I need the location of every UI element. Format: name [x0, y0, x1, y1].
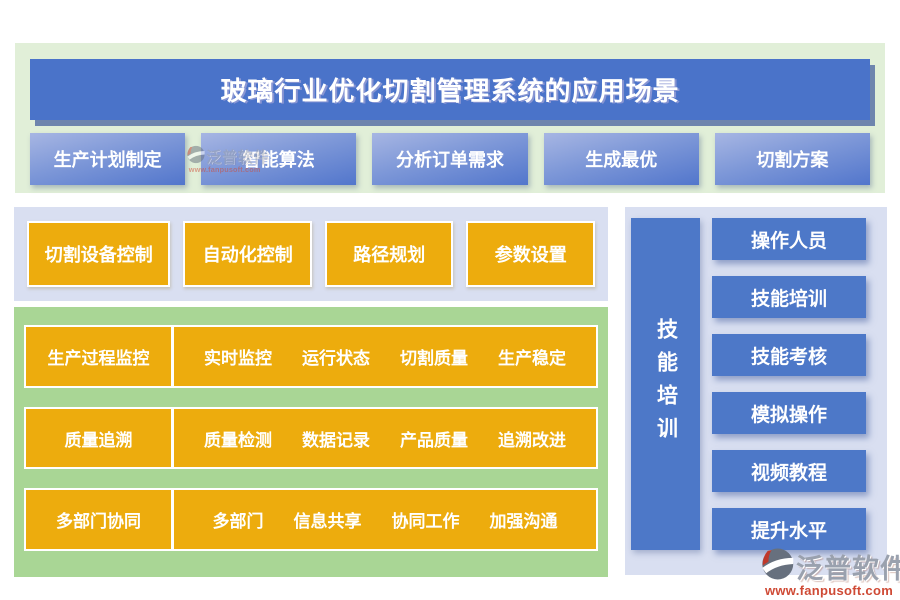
- training-sidebar-label: 技能培训: [654, 318, 678, 450]
- training-panel: 技能培训 操作人员 技能培训 技能考核 模拟操作 视频教程 提升水平: [625, 207, 887, 575]
- process-row-collaboration: 多部门协同 多部门 信息共享 协同工作 加强沟通: [24, 488, 598, 552]
- item-collaborative-work: 协同工作: [391, 512, 460, 532]
- button-order-analysis[interactable]: 分析订单需求: [372, 133, 528, 185]
- header-button-row: 生产计划制定 智能算法 分析订单需求 生成最优 切割方案: [30, 133, 871, 185]
- button-path-planning[interactable]: 路径规划: [324, 221, 454, 287]
- watermark-logo: 泛普软件 www.fanpusoft.com: [186, 145, 268, 174]
- row-items-quality-traceability: 质量检测 数据记录 产品质量 追溯改进: [174, 408, 596, 468]
- button-production-planning[interactable]: 生产计划制定: [30, 133, 186, 185]
- row-label-multidept-collaboration[interactable]: 多部门协同: [26, 490, 174, 550]
- button-parameter-settings[interactable]: 参数设置: [466, 221, 595, 287]
- item-production-stability: 生产稳定: [498, 348, 566, 368]
- button-level-improvement[interactable]: 提升水平: [712, 508, 866, 550]
- fanpu-logo-icon: [760, 547, 794, 586]
- row-label-production-monitoring[interactable]: 生产过程监控: [26, 327, 174, 386]
- item-enhanced-communication: 加强沟通: [489, 512, 558, 532]
- row-items-production-monitoring: 实时监控 运行状态 切割质量 生产稳定: [174, 327, 596, 386]
- brand-name: 泛普软件: [796, 554, 900, 584]
- button-skills-assessment[interactable]: 技能考核: [712, 334, 866, 376]
- item-quality-inspection: 质量检测: [204, 430, 272, 450]
- process-panel: 生产过程监控 实时监控 运行状态 切割质量 生产稳定 质量追溯 质量检测 数据记…: [14, 307, 608, 577]
- button-operators[interactable]: 操作人员: [712, 218, 866, 260]
- button-cutting-equipment-control[interactable]: 切割设备控制: [27, 221, 171, 287]
- training-button-column: 操作人员 技能培训 技能考核 模拟操作 视频教程 提升水平: [712, 218, 866, 550]
- process-row-traceability: 质量追溯 质量检测 数据记录 产品质量 追溯改进: [24, 406, 598, 470]
- item-running-status: 运行状态: [302, 348, 370, 368]
- item-data-recording: 数据记录: [302, 430, 370, 450]
- watermark-name: 泛普软件: [206, 148, 269, 166]
- process-row-monitoring: 生产过程监控 实时监控 运行状态 切割质量 生产稳定: [24, 325, 598, 388]
- watermark-url: www.fanpusoft.com: [188, 165, 261, 174]
- page-title: 玻璃行业优化切割管理系统的应用场景: [30, 59, 870, 120]
- row-label-quality-traceability[interactable]: 质量追溯: [26, 408, 174, 468]
- fanpu-logo-icon: [186, 145, 205, 167]
- row-items-multidept-collaboration: 多部门 信息共享 协同工作 加强沟通: [174, 490, 596, 550]
- item-product-quality: 产品质量: [400, 430, 468, 450]
- training-sidebar: 技能培训: [631, 218, 700, 550]
- header-panel: 玻璃行业优化切割管理系统的应用场景 生产计划制定 智能算法 分析订单需求 生成最…: [15, 43, 885, 193]
- device-control-panel: 切割设备控制 自动化控制 路径规划 参数设置: [14, 207, 608, 301]
- button-simulated-operation[interactable]: 模拟操作: [712, 392, 866, 434]
- button-video-tutorials[interactable]: 视频教程: [712, 450, 866, 492]
- fanpu-brand-link[interactable]: 泛普软件 www.fanpusoft.com: [760, 547, 900, 598]
- item-trace-improvement: 追溯改进: [498, 430, 566, 450]
- item-multi-department: 多部门: [212, 512, 264, 532]
- button-cutting-plan[interactable]: 切割方案: [714, 133, 871, 185]
- item-realtime-monitoring: 实时监控: [204, 348, 272, 368]
- item-information-sharing: 信息共享: [293, 512, 362, 532]
- button-automation-control[interactable]: 自动化控制: [183, 221, 312, 287]
- button-smart-algorithm[interactable]: 智能算法: [201, 133, 357, 185]
- button-skills-training[interactable]: 技能培训: [712, 276, 866, 318]
- item-cutting-quality: 切割质量: [400, 348, 468, 368]
- brand-url: www.fanpusoft.com: [764, 583, 894, 598]
- button-generate-optimal[interactable]: 生成最优: [543, 133, 699, 185]
